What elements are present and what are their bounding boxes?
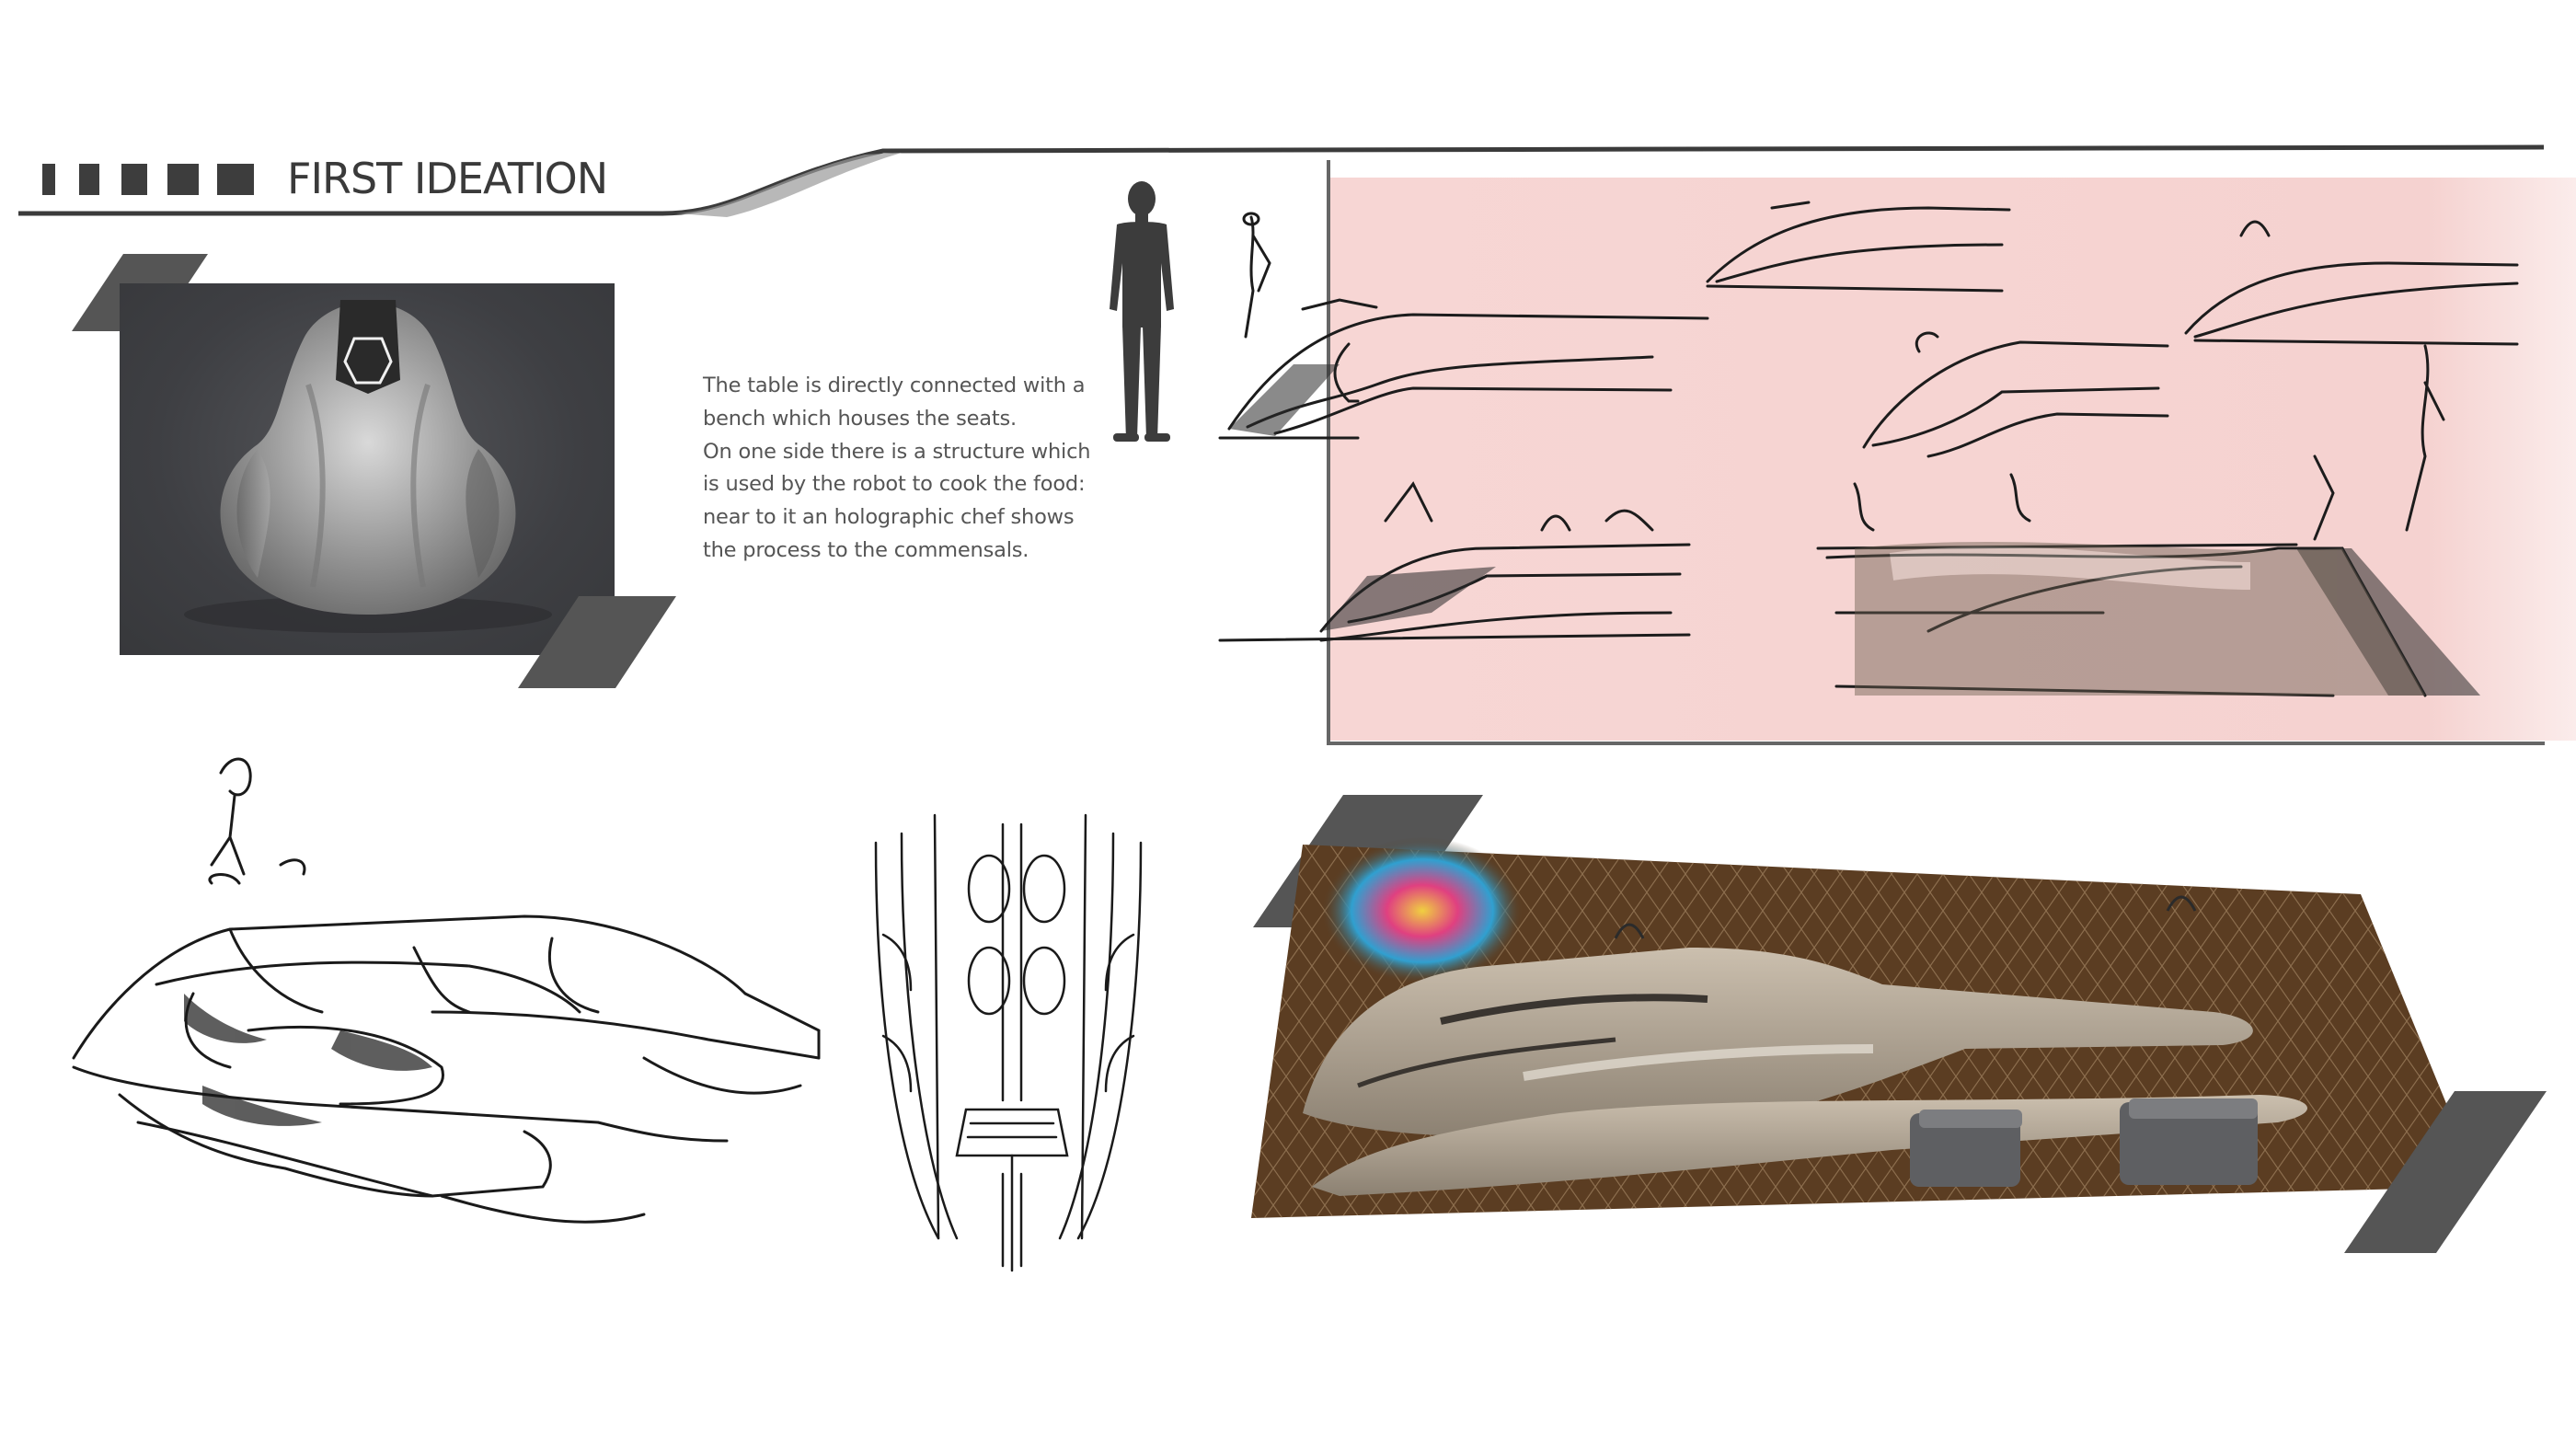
description-line-4: is used by the robot to cook the food: bbox=[703, 472, 1086, 497]
description-line-1: The table is directly connected with a bbox=[703, 374, 1086, 397]
colored-concept-render bbox=[1251, 837, 2480, 1218]
page-title: FIRST IDEATION bbox=[287, 154, 608, 203]
side-view-sketches bbox=[1218, 201, 2519, 697]
description-line-3: On one side there is a structure which bbox=[703, 439, 1091, 464]
accent-parallelogram-render-bottom bbox=[2344, 1091, 2547, 1253]
concept-description: The table is directly connected with a b… bbox=[703, 370, 1108, 568]
table-render-image bbox=[184, 300, 552, 633]
description-line-5: near to it an holographic chef shows bbox=[703, 505, 1075, 530]
header-swoosh-line bbox=[18, 144, 2545, 217]
top-view-sketch bbox=[874, 813, 1143, 1272]
accent-parallelogram-bottom-right bbox=[518, 596, 676, 688]
render-panel bbox=[120, 283, 615, 655]
perspective-sketch bbox=[72, 757, 821, 1224]
description-line-6: the process to the commensals. bbox=[703, 537, 1029, 562]
human-scale-silhouette bbox=[1110, 181, 1174, 442]
sketch-panel-frame bbox=[1327, 160, 2545, 745]
header-squares-decoration bbox=[42, 164, 254, 197]
description-line-2: bench which houses the seats. bbox=[703, 406, 1017, 431]
